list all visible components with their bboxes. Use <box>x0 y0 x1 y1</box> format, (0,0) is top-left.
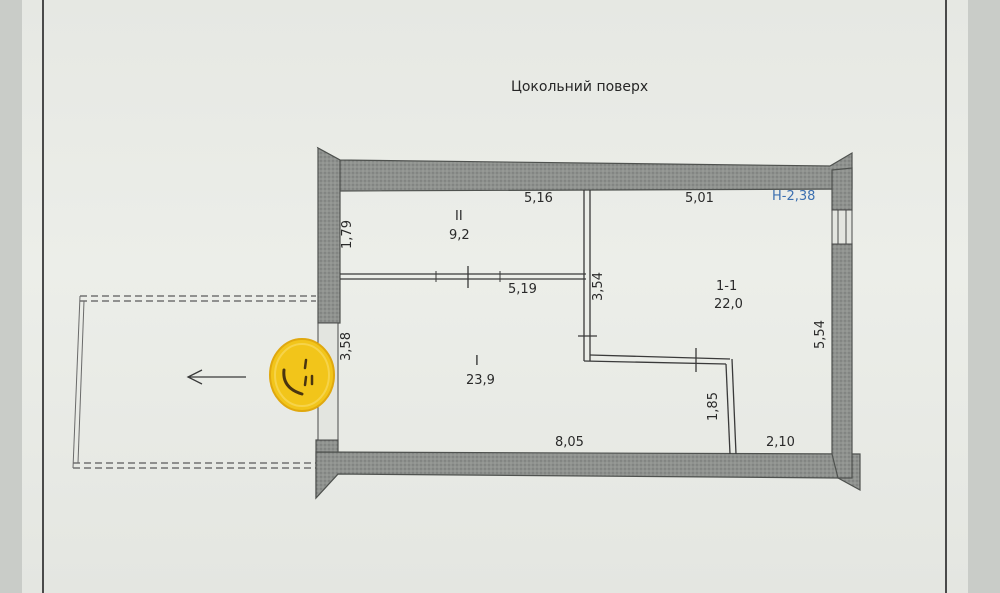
plan-title: Цокольний поверх <box>511 79 649 95</box>
top-wall <box>316 146 853 192</box>
right-wall-upper <box>831 167 853 211</box>
terrace-outline <box>73 295 316 469</box>
dim-right-height: 5,54 <box>812 320 828 349</box>
room-ii-number: II <box>455 209 463 224</box>
inner-walls <box>340 190 737 455</box>
right-wall-lower <box>831 243 853 479</box>
dim-top-left-width: 5,16 <box>524 191 553 206</box>
room-ii-area: 9,2 <box>449 228 470 243</box>
terrace-side <box>72 295 85 469</box>
left-frame-line <box>42 0 44 593</box>
dim-partition-height: 3,54 <box>590 272 606 301</box>
arrow-left-icon <box>186 369 246 385</box>
dim-room-i-height: 3,58 <box>338 332 354 361</box>
dim-top-right-width: 5,01 <box>685 191 714 206</box>
dim-room-ii-height: 1,79 <box>339 220 355 249</box>
room-i-area: 23,9 <box>466 373 495 388</box>
left-wall-upper <box>317 146 341 324</box>
dim-bottom-width: 8,05 <box>555 435 584 450</box>
bottom-wall <box>315 451 861 500</box>
room-1-1-number: 1-1 <box>716 279 738 294</box>
dim-step-height: 1,85 <box>705 392 721 421</box>
room-i-number: I <box>475 354 479 369</box>
dim-bottom-right-width: 2,10 <box>766 435 795 450</box>
partition-step <box>589 354 731 360</box>
partition-step-vertical <box>725 363 731 455</box>
right-frame-line <box>945 0 947 593</box>
walls <box>315 146 861 500</box>
room-1-1-area: 22,0 <box>714 297 743 312</box>
right-window <box>831 209 853 245</box>
smiley-sticker-icon <box>269 338 335 412</box>
dim-partition-width: 5,19 <box>508 282 537 297</box>
height-mark: Н-2,38 <box>772 189 816 204</box>
